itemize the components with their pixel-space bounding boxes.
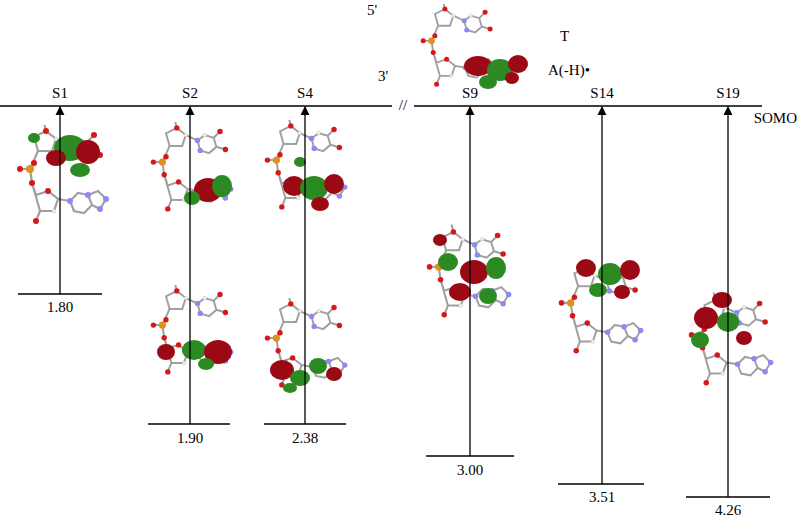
top-molecule: [421, 2, 528, 89]
diagram-label: S4: [297, 85, 313, 102]
diagram-label: 4.26: [715, 502, 741, 519]
diagram-label: 1.90: [177, 430, 203, 447]
orbital-pictures: [17, 119, 773, 393]
diagram-label: 5': [367, 2, 377, 19]
excitation-arrows: [60, 107, 728, 497]
diagram-label: //: [399, 97, 407, 114]
diagram-label: S19: [716, 85, 739, 102]
diagram-label: S1: [52, 85, 68, 102]
diagram-label: 3.51: [589, 489, 615, 506]
somo-line: [0, 105, 762, 106]
diagram-label: 3.00: [457, 462, 483, 479]
diagram-label: S9: [462, 85, 478, 102]
diagram-label: 3': [378, 68, 388, 85]
energy-levels: [18, 294, 770, 497]
diagram-label: 2.38: [292, 430, 318, 447]
diagram-label: T: [560, 28, 569, 45]
diagram-label: SOMO: [754, 110, 797, 127]
diagram-label: A(-H)•: [548, 62, 590, 79]
diagram-label: S14: [590, 85, 613, 102]
diagram-label: 1.80: [47, 299, 73, 316]
diagram-label: S2: [182, 85, 198, 102]
